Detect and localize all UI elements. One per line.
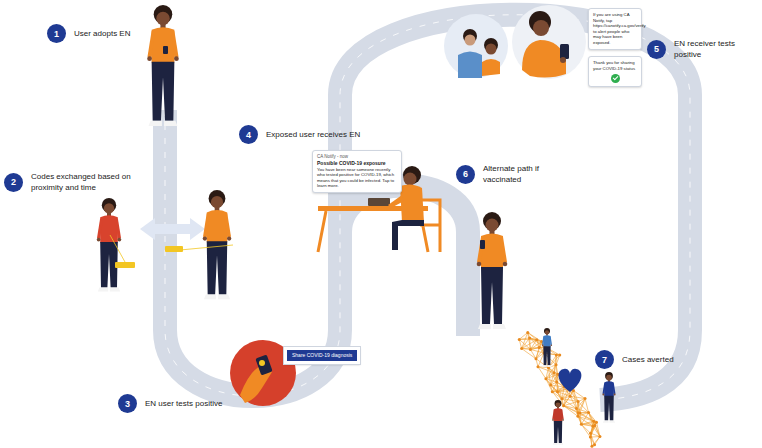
step-marker: 5 EN receiver tests positive	[647, 38, 756, 60]
step-marker: 4 Exposed user receives EN	[239, 125, 360, 144]
message-text: Thank you for sharing your COVID-19 stat…	[593, 60, 637, 71]
message-text: You have been near someone recently who …	[317, 167, 397, 189]
step-label: Alternate path if vaccinated	[483, 163, 545, 185]
road-dashes	[165, 15, 690, 400]
step-label: Cases averted	[622, 354, 674, 365]
network-map	[518, 331, 602, 448]
code-tags	[110, 235, 233, 268]
person-figure	[602, 372, 615, 423]
phone-message: CA Notify - nowPossible COVID-19 exposur…	[312, 150, 402, 193]
callout-number: 3	[118, 394, 137, 413]
step-marker: 6 Alternate path if vaccinated	[456, 163, 545, 185]
person-figure	[542, 328, 552, 367]
step-label: Exposed user receives EN	[266, 129, 360, 140]
step-label: EN user tests positive	[145, 398, 222, 409]
person-figure	[203, 190, 232, 299]
message-text: Possible COVID-19 exposure	[317, 160, 397, 167]
message-text: Share COVID-19 diagnosis	[292, 352, 352, 359]
step-label: EN receiver tests positive	[674, 38, 756, 60]
callout-number: 2	[4, 173, 23, 192]
person-figure	[477, 212, 508, 329]
road	[165, 15, 690, 400]
callout-number: 1	[47, 24, 66, 43]
step-label: Codes exchanged based on proximity and t…	[31, 171, 149, 193]
exchange-arrow	[140, 218, 205, 240]
callout-number: 7	[595, 350, 614, 369]
person-figure	[147, 5, 179, 126]
callout-number: 5	[647, 40, 666, 59]
phone-message: Thank you for sharing your COVID-19 stat…	[588, 56, 642, 87]
message-text: CA Notify - now	[317, 154, 397, 160]
callout-number: 6	[456, 165, 475, 184]
person-figure	[552, 400, 564, 445]
check-icon	[611, 74, 620, 83]
step-marker: 3 EN user tests positive	[118, 394, 222, 413]
step-label: User adopts EN	[74, 28, 130, 39]
person-figure	[97, 198, 121, 292]
app-button: Share COVID-19 diagnosis	[284, 347, 360, 364]
message-text: If you are using CA Notify, tap https://…	[593, 12, 637, 46]
heart-icon	[559, 369, 582, 392]
callout-number: 4	[239, 125, 258, 144]
step-marker: 2 Codes exchanged based on proximity and …	[4, 171, 149, 193]
contact-circles	[444, 5, 586, 79]
step-marker: 7 Cases averted	[595, 350, 674, 369]
desk-scene	[318, 166, 440, 252]
phone-message: If you are using CA Notify, tap https://…	[588, 8, 642, 50]
step-marker: 1 User adopts EN	[47, 24, 130, 43]
